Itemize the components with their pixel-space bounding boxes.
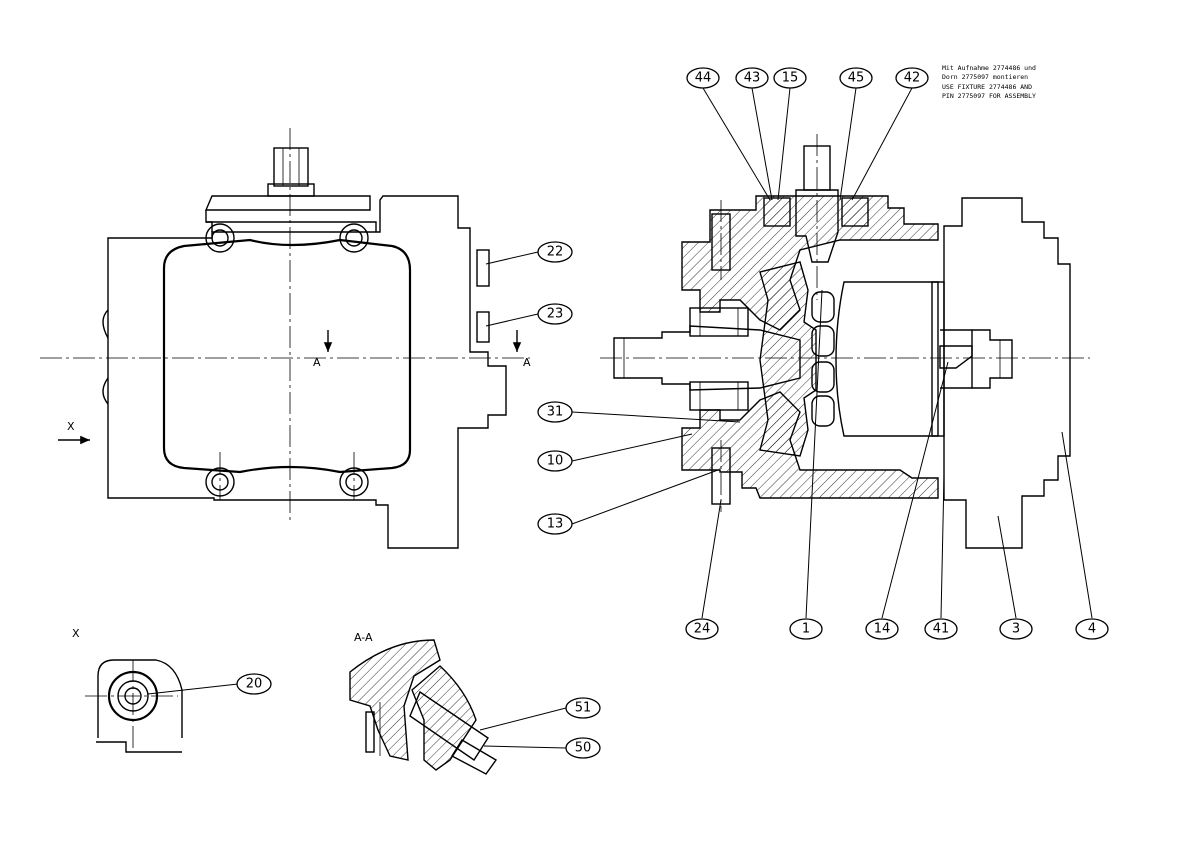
svg-text:45: 45 — [848, 71, 865, 86]
svg-text:20: 20 — [246, 677, 263, 692]
svg-text:43: 43 — [744, 71, 761, 86]
cut-label-right: A — [523, 356, 531, 369]
view-arrow-label: X — [67, 420, 75, 433]
balloon-50: 50 — [565, 737, 601, 759]
balloon-23: 23 — [537, 303, 573, 325]
svg-text:50: 50 — [575, 741, 592, 756]
svg-text:31: 31 — [547, 405, 564, 420]
view-x-title: X — [72, 627, 80, 640]
leader-lines — [147, 87, 1093, 749]
balloon-14: 14 — [865, 618, 899, 640]
balloon-24: 24 — [685, 618, 719, 640]
svg-text:51: 51 — [575, 701, 592, 716]
balloon-20: 20 — [236, 673, 272, 695]
balloon-22: 22 — [537, 241, 573, 263]
svg-text:13: 13 — [547, 517, 564, 532]
balloon-51: 51 — [565, 697, 601, 719]
note-line-3: USE FIXTURE 2774486 AND — [942, 83, 1032, 91]
svg-text:15: 15 — [782, 71, 799, 86]
svg-text:41: 41 — [933, 622, 950, 637]
bolt-top-right — [339, 223, 369, 253]
detail-view-x: X — [72, 627, 183, 753]
cut-label-left: A — [313, 356, 321, 369]
balloon-13: 13 — [537, 513, 573, 535]
balloon-31: 31 — [537, 401, 573, 423]
svg-text:44: 44 — [695, 71, 712, 86]
balloon-10: 10 — [537, 450, 573, 472]
balloon-15: 15 — [773, 67, 807, 89]
note-line-1: Mit Aufnahme 2774486 und — [942, 64, 1036, 72]
piston-ring-set — [811, 291, 835, 427]
assembly-note: Mit Aufnahme 2774486 und Dorn 2775097 mo… — [942, 64, 1036, 100]
svg-text:3: 3 — [1012, 622, 1020, 637]
note-line-2: Dorn 2775097 montieren — [942, 73, 1028, 81]
svg-text:24: 24 — [694, 622, 711, 637]
balloon-1: 1 — [789, 618, 823, 640]
balloon-44: 44 — [686, 67, 720, 89]
svg-text:10: 10 — [547, 454, 564, 469]
note-line-4: PIN 2775097 FOR ASSEMBLY — [942, 92, 1036, 100]
balloon-45: 45 — [839, 67, 873, 89]
svg-text:14: 14 — [874, 622, 891, 637]
svg-text:23: 23 — [547, 307, 564, 322]
balloon-43: 43 — [735, 67, 769, 89]
bolt-top-left — [205, 223, 235, 253]
svg-text:4: 4 — [1088, 622, 1096, 637]
svg-text:42: 42 — [904, 71, 921, 86]
balloon-3: 3 — [999, 618, 1033, 640]
balloon-4: 4 — [1075, 618, 1109, 640]
svg-text:1: 1 — [802, 622, 810, 637]
detail-section-aa: A-A — [349, 631, 498, 775]
balloon-41: 41 — [924, 618, 958, 640]
svg-text:22: 22 — [547, 245, 564, 260]
balloon-42: 42 — [895, 67, 929, 89]
section-aa-title: A-A — [354, 631, 373, 644]
front-view: A A X — [40, 128, 531, 549]
section-view — [600, 134, 1090, 549]
